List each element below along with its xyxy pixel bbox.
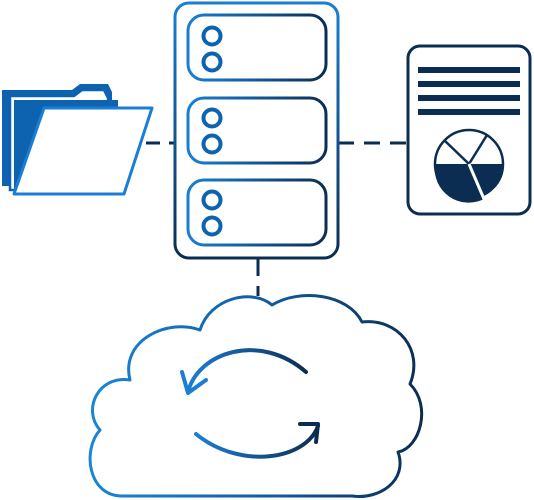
server-unit-2 <box>186 96 328 165</box>
sync-arrows-icon <box>180 348 320 459</box>
pie-chart-icon <box>433 128 505 203</box>
folder-icon <box>2 84 154 196</box>
server-unit-3 <box>186 178 328 247</box>
report-text-lines <box>418 67 520 115</box>
server-unit-1 <box>186 13 328 82</box>
report-document-icon <box>406 44 532 216</box>
cloud-icon <box>88 294 424 498</box>
server-rack-icon <box>173 1 340 260</box>
